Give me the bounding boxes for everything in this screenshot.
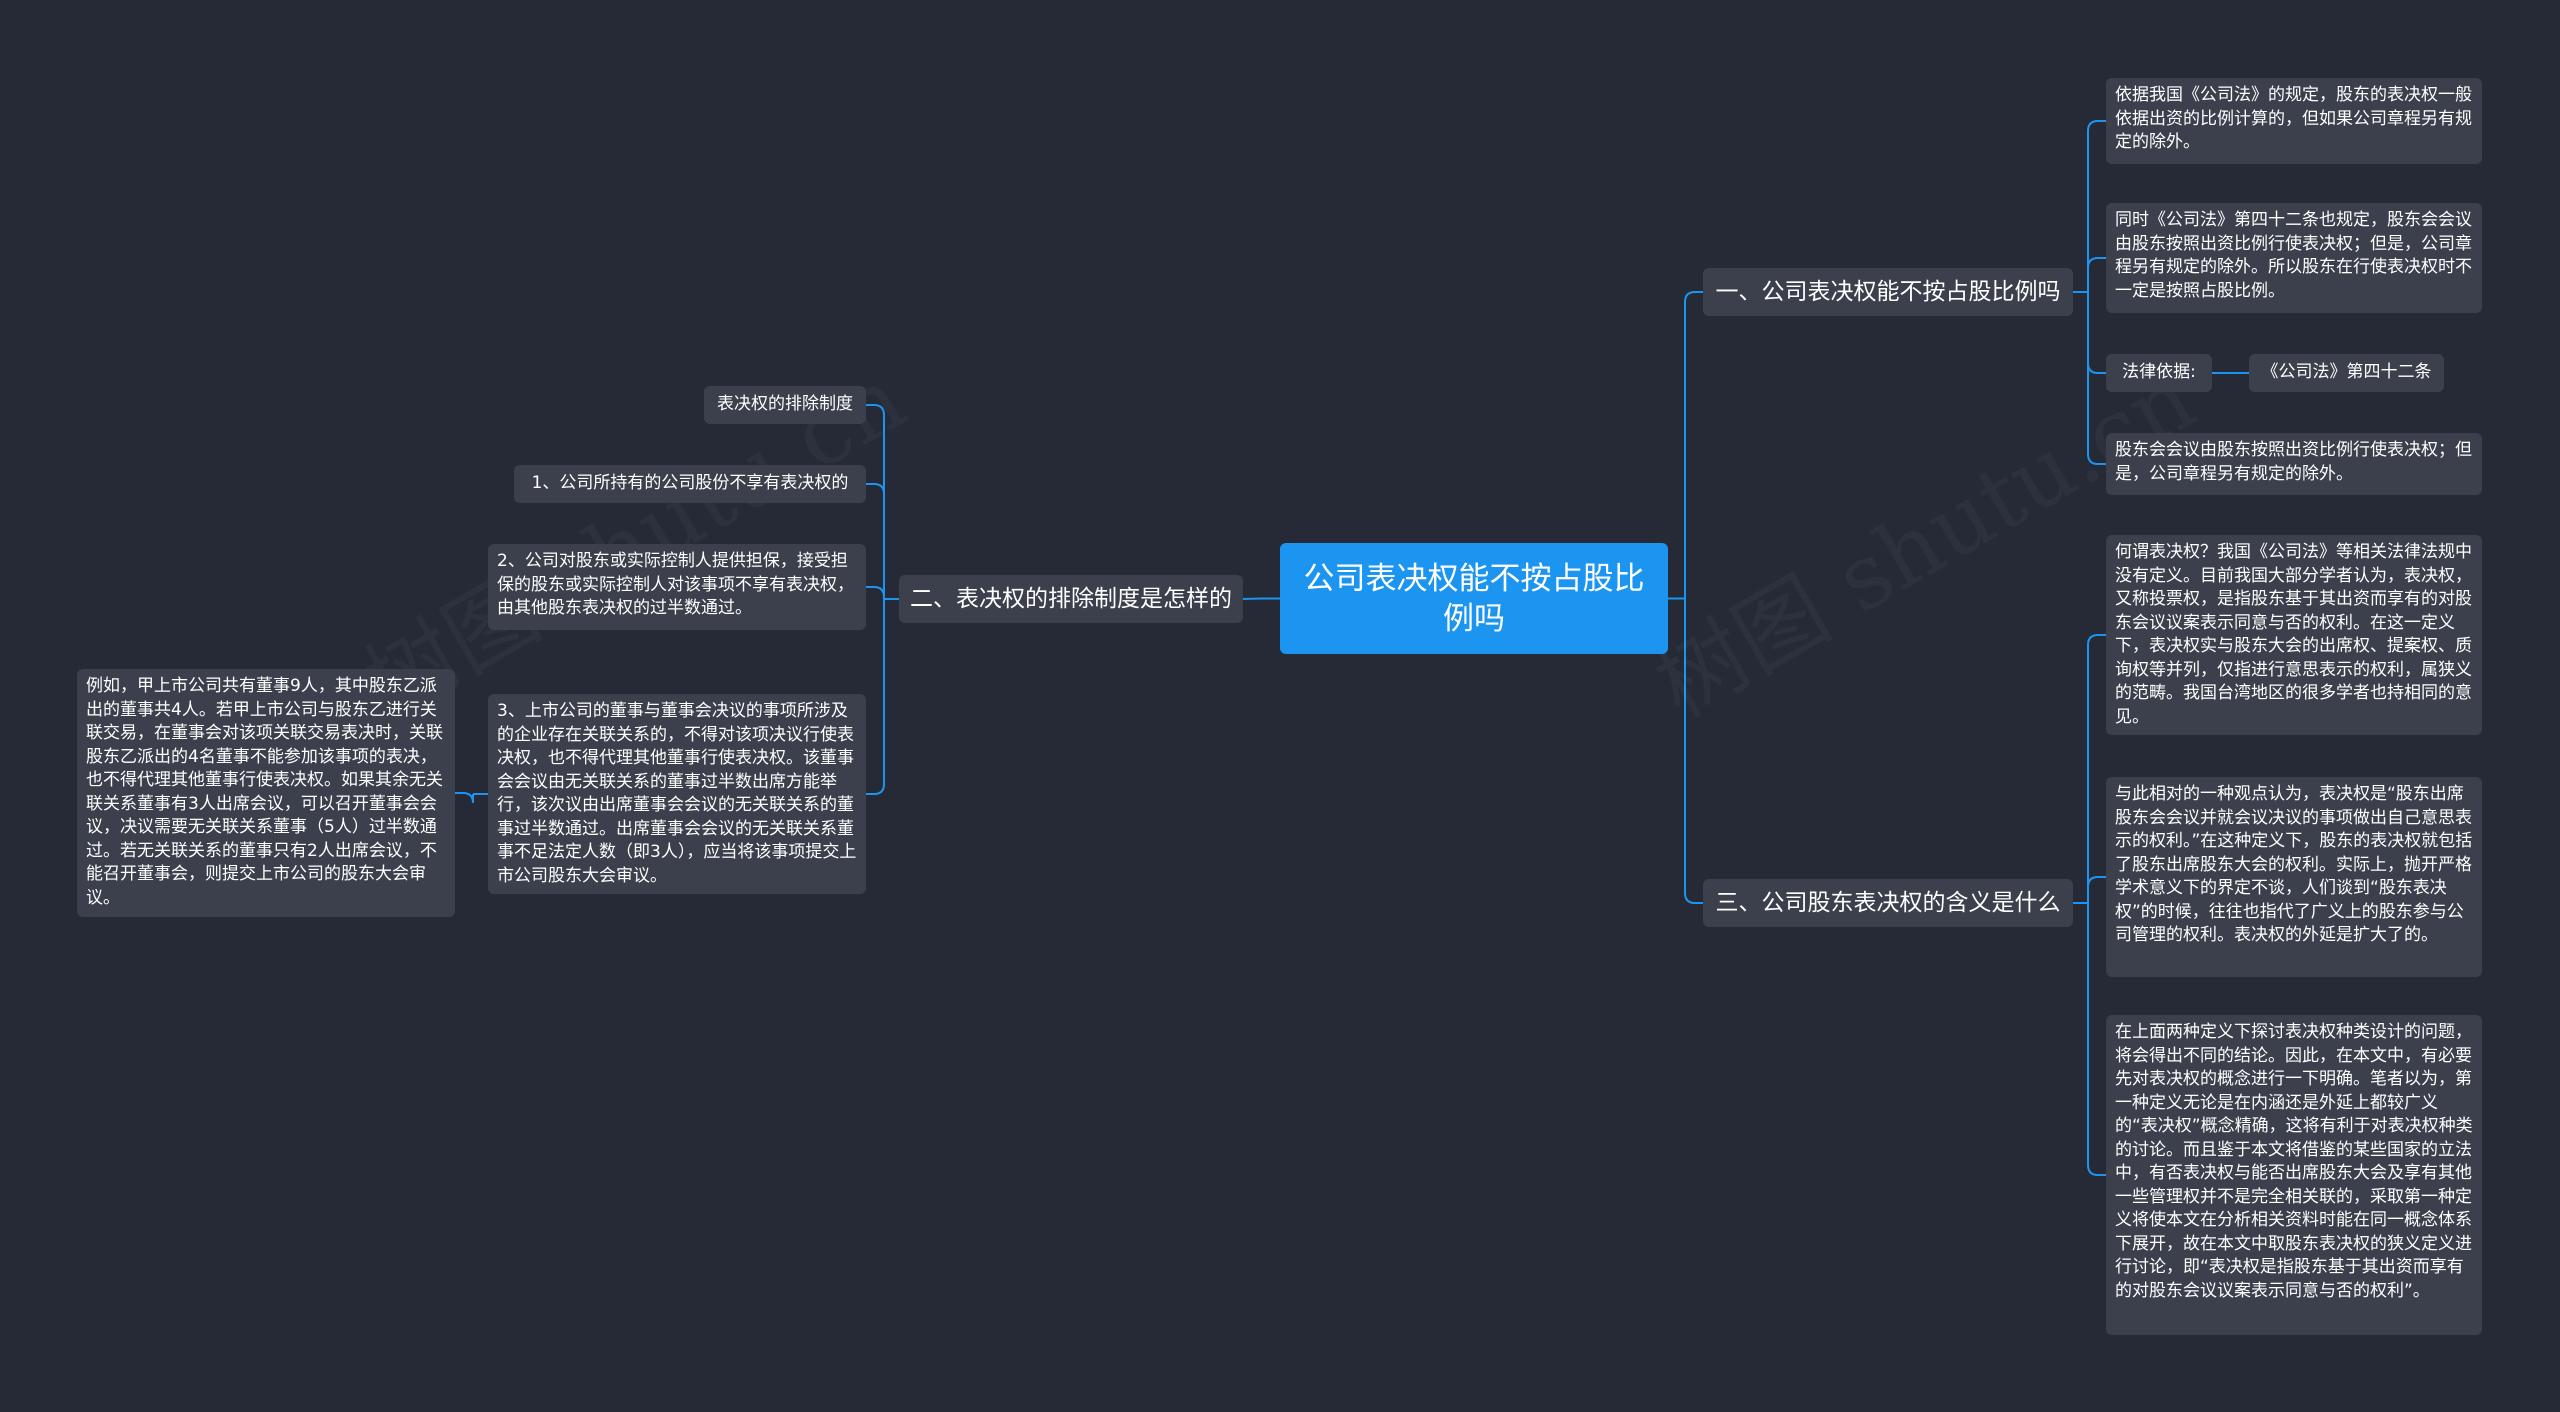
connector-line <box>866 483 885 599</box>
connector-line <box>2087 903 2106 1176</box>
branch-topic-q1[interactable]: 一、公司表决权能不按占股比例吗 <box>1703 268 2073 316</box>
leaf-note[interactable]: 同时《公司法》第四十二条也规定，股东会会议由股东按照出资比例行使表决权；但是，公… <box>2106 203 2482 313</box>
connector-line <box>2087 257 2106 292</box>
leaf-note-legal-basis[interactable]: 法律依据: <box>2106 354 2212 392</box>
connector-line <box>2087 292 2106 465</box>
connector-line <box>2087 120 2106 292</box>
connector-line <box>2087 292 2106 374</box>
connector-line <box>1684 291 1703 599</box>
leaf-note-law-article[interactable]: 《公司法》第四十二条 <box>2249 354 2444 392</box>
leaf-note[interactable]: 何谓表决权？我国《公司法》等相关法律法规中没有定义。目前我国大部分学者认为，表决… <box>2106 535 2482 735</box>
leaf-note[interactable]: 3、上市公司的董事与董事会决议的事项所涉及的企业存在关联关系的，不得对该项决议行… <box>488 694 866 894</box>
branch-topic-q3[interactable]: 三、公司股东表决权的含义是什么 <box>1703 879 2073 927</box>
leaf-note[interactable]: 在上面两种定义下探讨表决权种类设计的问题，将会得出不同的结论。因此，在本文中，有… <box>2106 1015 2482 1335</box>
leaf-note[interactable]: 与此相对的一种观点认为，表决权是“股东出席股东会会议并就会议决议的事项做出自己意… <box>2106 777 2482 977</box>
root-topic[interactable]: 公司表决权能不按占股比例吗 <box>1280 543 1668 654</box>
connector-line <box>1242 597 1262 600</box>
leaf-note[interactable]: 依据我国《公司法》的规定，股东的表决权一般依据出资的比例计算的，但如果公司章程另… <box>2106 78 2482 164</box>
leaf-note[interactable]: 表决权的排除制度 <box>704 386 866 424</box>
connector-line <box>866 586 885 599</box>
leaf-note[interactable]: 2、公司对股东或实际控制人提供担保，接受担保的股东或实际控制人对该事项不享有表决… <box>488 544 866 630</box>
connector-line <box>2087 634 2106 903</box>
leaf-note-example[interactable]: 例如，甲上市公司共有董事9人，其中股东乙派出的董事共4人。若甲上市公司与股东乙进… <box>77 669 455 917</box>
connector-line <box>866 599 885 795</box>
leaf-note[interactable]: 1、公司所持有的公司股份不享有表决权的 <box>514 465 866 503</box>
connector-line <box>455 792 474 804</box>
connector-line <box>2087 876 2106 903</box>
connector-line <box>1684 598 1703 904</box>
branch-topic-q2[interactable]: 二、表决权的排除制度是怎样的 <box>899 575 1243 623</box>
leaf-note[interactable]: 股东会会议由股东按照出资比例行使表决权；但是，公司章程另有规定的除外。 <box>2106 433 2482 495</box>
connector-line <box>866 404 885 599</box>
